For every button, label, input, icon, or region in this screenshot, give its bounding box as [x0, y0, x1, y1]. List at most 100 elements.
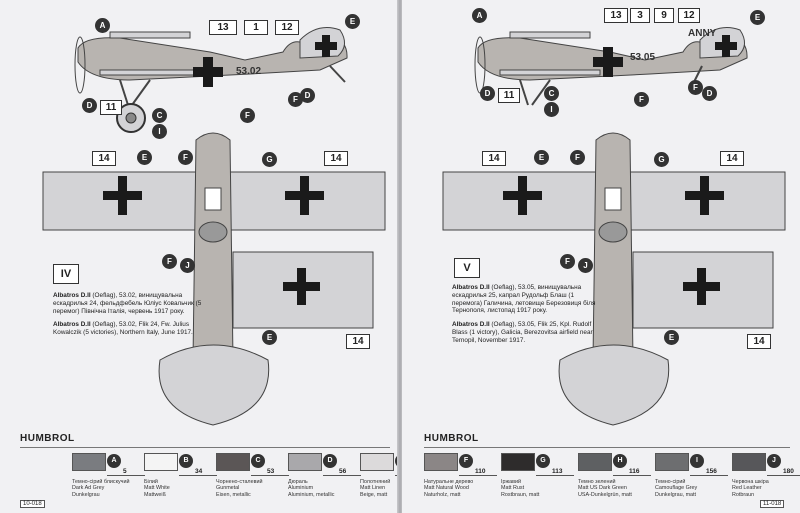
side-view-right — [474, 27, 748, 106]
paint-letter: F — [459, 454, 473, 468]
aircraft-drawings-right — [442, 27, 786, 426]
callout-14: 14 — [747, 334, 771, 349]
description-text: (Oeflag), 53.02, винищувальна ескадрилья… — [53, 292, 202, 315]
paint-chip — [216, 453, 250, 471]
paint-chip — [732, 453, 766, 471]
serial-number: 53.05 — [630, 52, 656, 63]
callout-circle: J — [180, 258, 195, 273]
paint-name-line: Темно-сірий — [655, 479, 686, 485]
page-code: 10-018 — [20, 500, 45, 508]
aircraft-drawings-left — [42, 27, 386, 426]
paint-chip — [424, 453, 458, 471]
callout-circle: E — [534, 150, 549, 165]
paint-letter: I — [690, 454, 704, 468]
scheme-description: Albatros D.II (Oeflag), 53.05, винищувал… — [452, 284, 604, 351]
paint-name-line: Темно-сірий блискучий — [72, 479, 130, 485]
callout-1: 1 — [244, 20, 268, 35]
callout-14: 14 — [92, 151, 116, 166]
paint-name-line: Іржавий — [501, 479, 521, 485]
paint-number: 156 — [690, 468, 728, 476]
description-uk: Albatros D.II (Oeflag), 53.02, винищувал… — [53, 292, 203, 315]
callout-14: 14 — [324, 151, 348, 166]
paint-name-line: Rotbraun — [732, 491, 755, 498]
paint-name-line: Aluminium — [288, 485, 314, 492]
paint-number: 113 — [536, 468, 574, 476]
callout-circle: E — [137, 150, 152, 165]
callout-12: 12 — [275, 20, 299, 35]
paint-name-line: USA-Dunkelgrün, matt — [578, 491, 632, 498]
instruction-page-left: 13 1 12 53.02 A E F F D D C I 11 14 14 1… — [0, 0, 433, 513]
paint-name-line: Mattweiß — [144, 491, 166, 498]
paint-name-line: Matt White — [144, 485, 170, 492]
callout-14: 14 — [482, 151, 506, 166]
paint-name-line: Чорнено-сталевий — [216, 479, 263, 485]
paint-letter: A — [107, 454, 121, 468]
paint-name-line: Matt Natural Wood — [424, 485, 469, 492]
callout-11: 11 — [100, 100, 122, 115]
description-uk: Albatros D.II (Oeflag), 53.05, винищувал… — [452, 284, 604, 315]
paint-chip — [501, 453, 535, 471]
callout-circle: F — [162, 254, 177, 269]
callout-circle: G — [262, 152, 277, 167]
paint-name-line: Rostbraun, matt — [501, 491, 540, 498]
side-view-left — [74, 27, 348, 133]
paint-name-line: Naturholz, matt — [424, 491, 461, 498]
paint-name-line: Білий — [144, 479, 158, 485]
callout-circle: F — [178, 150, 193, 165]
callout-circle: C — [152, 108, 167, 123]
paint-number: 116 — [613, 468, 651, 476]
callout-circle: A — [95, 18, 110, 33]
description-title: Albatros D.II — [53, 292, 91, 299]
description-title: Albatros D.II — [53, 321, 91, 329]
paint-chip — [578, 453, 612, 471]
callout-circle: G — [654, 152, 669, 167]
paint-chip — [144, 453, 178, 471]
paint-name-line: Eisen, metallic — [216, 491, 251, 498]
paint-chip — [72, 453, 106, 471]
callout-circle: F — [570, 150, 585, 165]
paint-chip — [655, 453, 689, 471]
page-code: 11-018 — [760, 500, 785, 508]
paint-letter: D — [323, 454, 337, 468]
callout-circle: E — [750, 10, 765, 25]
callout-14: 14 — [346, 334, 370, 349]
paint-name-line: Camouflage Grey — [655, 485, 698, 492]
description-title: Albatros D.II — [452, 284, 490, 291]
description-en: Albatros D.II (Oeflag), 53.02, Flik 24, … — [53, 321, 203, 337]
callout-circle: D — [300, 88, 315, 103]
paint-number: 53 — [251, 468, 289, 476]
callout-circle: F — [560, 254, 575, 269]
callout-circle: F — [288, 92, 303, 107]
callout-9: 9 — [654, 8, 674, 23]
serial-number: 53.02 — [236, 66, 262, 77]
paint-name-line: Gunmetal — [216, 485, 240, 492]
description-text: (Oeflag), 53.02, Flik 24, Fw. Julius Kow… — [53, 321, 193, 337]
callout-circle: F — [240, 108, 255, 123]
paint-letter: J — [767, 454, 781, 468]
description-text: (Oeflag), 53.05, винищувальна ескадрилья… — [452, 284, 596, 315]
description-en: Albatros D.II (Oeflag), 53.05, Flik 25, … — [452, 321, 604, 344]
callout-circle: D — [702, 86, 717, 101]
description-title: Albatros D.II — [452, 321, 490, 329]
paint-name-line: Matt US Dark Green — [578, 485, 627, 492]
paint-letter: H — [613, 454, 627, 468]
callout-circle: C — [544, 86, 559, 101]
paint-brand: HUMBROL — [20, 433, 75, 444]
callout-circle: J — [578, 258, 593, 273]
callout-circle: I — [152, 124, 167, 139]
instruction-page-right: 13 3 9 12 53.05 ANNY A E F F D D C I 11 … — [402, 0, 800, 513]
paint-chip — [360, 453, 394, 471]
paint-name-line: Matt Linen — [360, 485, 386, 492]
paint-name-line: Dunkelgrau — [72, 491, 100, 498]
paint-name-line: Темно зелений — [578, 479, 616, 485]
